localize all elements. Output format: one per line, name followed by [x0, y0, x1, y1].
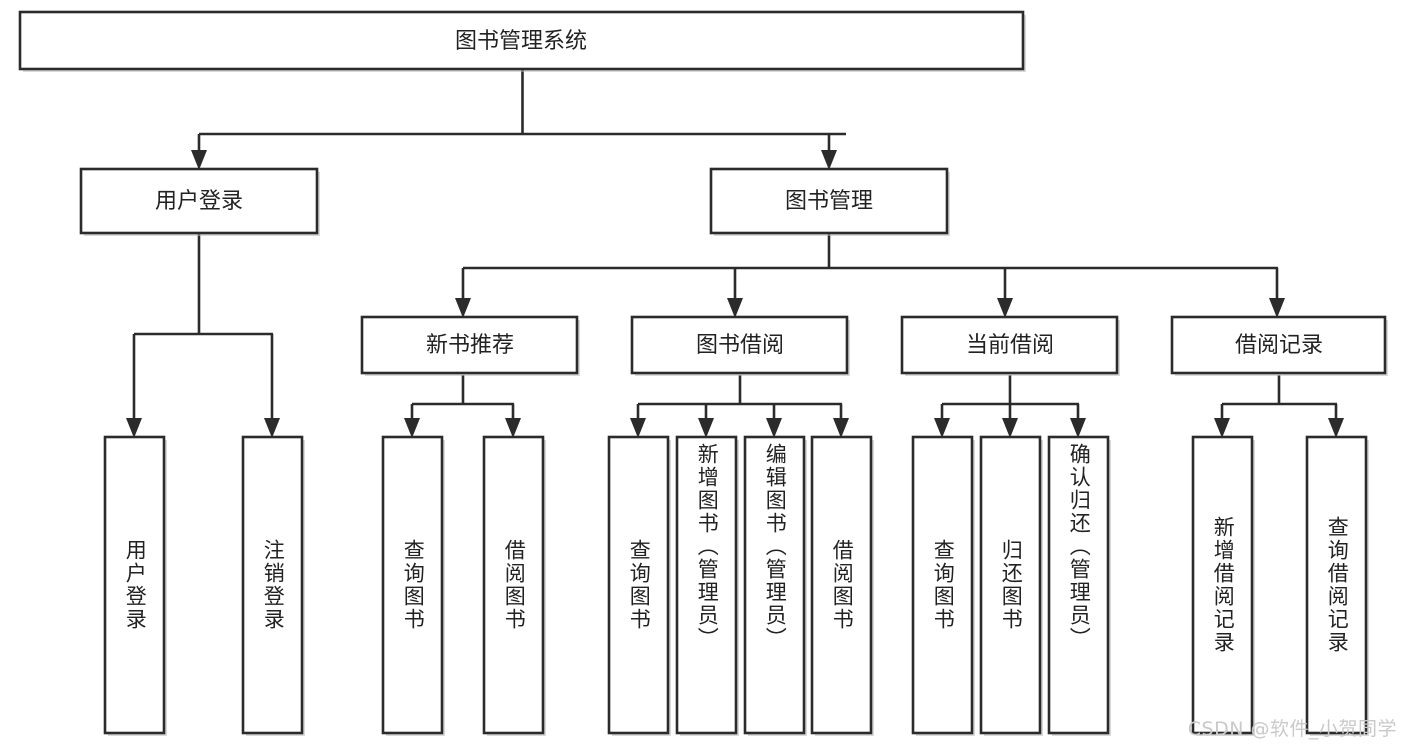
arrow-head-userlogin — [191, 150, 207, 170]
node-root[interactable]: 图书管理系统 — [18, 10, 1026, 72]
arrow-head-leaf-user-login — [126, 418, 142, 438]
arrow-head-leaf-confirm-return — [1070, 418, 1086, 438]
arrow-head-bookmgmt — [821, 150, 837, 170]
node-user-login-label: 用户登录 — [155, 189, 243, 214]
connector-group-borrow-record — [1214, 375, 1344, 438]
node-book-management-label: 图书管理 — [785, 189, 873, 214]
node-leaf-borrow-book-2[interactable] — [810, 435, 874, 736]
node-new-book-recommend-label: 新书推荐 — [426, 333, 514, 358]
node-leaf-add-record[interactable] — [1191, 435, 1255, 736]
node-user-login[interactable]: 用户登录 — [79, 167, 320, 236]
node-leaf-query-book-3[interactable] — [911, 435, 975, 736]
connector-group-userlogin — [126, 234, 280, 438]
arrow-head-borrow-record — [1269, 298, 1285, 318]
node-leaf-confirm-return[interactable] — [1047, 435, 1111, 736]
connector-group-new-book-recommend — [404, 375, 521, 438]
arrow-head-new-book-recommend — [455, 298, 471, 318]
node-leaf-return-book[interactable] — [979, 435, 1043, 736]
arrow-head-book-borrow — [727, 298, 743, 318]
node-leaf-logout-login[interactable] — [241, 435, 305, 736]
node-book-borrow-label: 图书借阅 — [696, 333, 784, 358]
connector-group-root — [191, 69, 846, 170]
arrow-head-leaf-query-book-1 — [404, 418, 420, 438]
node-leaf-user-login[interactable] — [103, 435, 167, 736]
node-leaf-borrow-book-1[interactable] — [482, 435, 546, 736]
arrow-head-leaf-query-book-3 — [934, 418, 950, 438]
node-leaf-add-book[interactable] — [675, 435, 739, 736]
node-leaf-edit-book[interactable] — [743, 435, 807, 736]
connector-group-current-borrow — [934, 375, 1086, 438]
node-current-borrow-label: 当前借阅 — [966, 333, 1054, 358]
connector-group-bookmgmt — [455, 234, 1285, 318]
node-book-management[interactable]: 图书管理 — [709, 167, 950, 236]
arrow-head-leaf-query-book-2 — [630, 418, 646, 438]
arrow-head-leaf-borrow-book-1 — [505, 418, 521, 438]
arrow-head-leaf-borrow-book-2 — [833, 418, 849, 438]
node-leaf-query-book-1[interactable] — [381, 435, 445, 736]
node-root-label: 图书管理系统 — [455, 29, 587, 54]
arrow-head-current-borrow — [997, 298, 1013, 318]
node-leaf-query-book-2[interactable] — [607, 435, 671, 736]
arrow-head-leaf-add-record — [1214, 418, 1230, 438]
connector-group-book-borrow — [630, 375, 849, 438]
arrow-head-leaf-logout-login — [264, 418, 280, 438]
node-leaf-query-record[interactable] — [1305, 435, 1369, 736]
arrow-head-leaf-add-book — [698, 418, 714, 438]
node-borrow-record[interactable]: 借阅记录 — [1170, 315, 1388, 376]
node-current-borrow[interactable]: 当前借阅 — [900, 315, 1120, 376]
node-borrow-record-label: 借阅记录 — [1235, 333, 1323, 358]
node-book-borrow[interactable]: 图书借阅 — [630, 315, 850, 376]
arrow-head-leaf-return-book — [1002, 418, 1018, 438]
leaf-box-group — [103, 435, 1369, 736]
arrow-head-leaf-query-record — [1328, 418, 1344, 438]
node-new-book-recommend[interactable]: 新书推荐 — [360, 315, 580, 376]
arrow-head-leaf-edit-book — [766, 418, 782, 438]
csdn-watermark: CSDN @软件_小贺同学 — [1187, 718, 1397, 740]
